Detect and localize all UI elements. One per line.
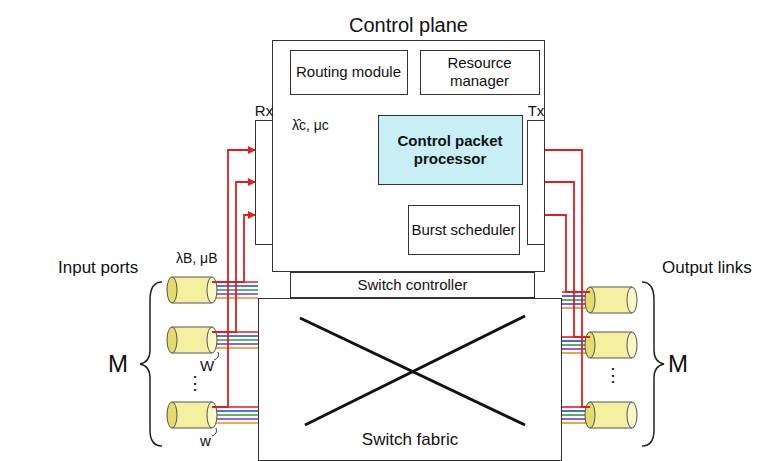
node-label: Rx xyxy=(255,102,273,121)
node-label: Routing module xyxy=(296,63,401,81)
fiber-port xyxy=(585,287,637,313)
cylinder-body xyxy=(172,402,212,428)
cylinder-end xyxy=(207,402,217,428)
text-label: ⋮ xyxy=(604,364,622,386)
switch-fabric-box: Switch fabric xyxy=(258,298,562,461)
cylinder-body xyxy=(172,327,212,353)
node-label: Switch fabric xyxy=(362,430,458,450)
pointer-curl xyxy=(212,428,217,436)
brace xyxy=(642,282,664,446)
cylinder-end xyxy=(207,327,217,353)
cylinder-edge xyxy=(172,303,212,304)
fiber-port xyxy=(167,327,217,353)
fiber-line xyxy=(212,297,258,299)
fiber-line xyxy=(212,418,258,420)
fiber-port xyxy=(167,277,217,303)
control-plane-box: Control planeRouting moduleResource mana… xyxy=(272,40,545,272)
tx-bar: Tx xyxy=(527,120,545,245)
text-label: Input ports xyxy=(58,258,138,278)
control-channel xyxy=(212,150,255,407)
control-channel xyxy=(545,215,590,292)
cylinder-end xyxy=(167,327,177,353)
control-channel xyxy=(545,182,590,337)
cylinder-edge xyxy=(172,353,212,354)
process-box: Burst scheduler xyxy=(408,205,520,255)
fiber-line xyxy=(212,422,258,424)
cylinder-end xyxy=(167,402,177,428)
cylinder-end xyxy=(585,332,595,358)
control-channel xyxy=(212,182,255,332)
fiber-line xyxy=(212,285,258,287)
text-label: λB, μB xyxy=(176,250,218,266)
fiber-line xyxy=(212,343,258,345)
control-channel xyxy=(545,150,590,407)
controller-box: Switch controller xyxy=(290,272,535,298)
node-label: Switch controller xyxy=(357,276,467,294)
process-box: Routing module xyxy=(290,50,408,95)
fiber-port xyxy=(585,402,637,428)
process-box: Resource manager xyxy=(420,50,540,95)
text-label: M xyxy=(668,350,688,378)
node-label: Burst scheduler xyxy=(411,221,515,239)
cylinder-end xyxy=(627,402,637,428)
text-label: ⋮ xyxy=(186,372,204,394)
rx-bar: Rx xyxy=(255,120,273,245)
cylinder-edge xyxy=(590,402,632,403)
processor-box: Control packet processor xyxy=(378,115,523,185)
control-channel xyxy=(212,215,255,282)
fiber-line xyxy=(212,335,258,337)
cylinder-end xyxy=(627,332,637,358)
cylinder-end xyxy=(585,402,595,428)
fiber-line xyxy=(212,339,258,341)
fiber-line xyxy=(212,347,258,349)
text-label: W xyxy=(200,357,214,374)
cylinder-end xyxy=(627,287,637,313)
cylinder-edge xyxy=(172,402,212,403)
cylinder-body xyxy=(172,277,212,303)
cylinder-edge xyxy=(590,358,632,359)
fiber-port xyxy=(585,332,637,358)
text-label: w xyxy=(200,432,211,449)
node-label: Tx xyxy=(528,102,545,121)
pointer-curl xyxy=(214,352,219,360)
cylinder-body xyxy=(590,287,632,313)
cylinder-edge xyxy=(590,332,632,333)
text-label: M xyxy=(108,350,128,378)
fiber-line xyxy=(212,289,258,291)
node-label: Resource manager xyxy=(421,54,539,90)
cylinder-edge xyxy=(172,428,212,429)
cylinder-body xyxy=(590,402,632,428)
cylinder-end xyxy=(585,287,595,313)
cylinder-body xyxy=(590,332,632,358)
crossbar xyxy=(300,316,525,425)
cylinder-edge xyxy=(590,428,632,429)
fiber-line xyxy=(212,410,258,412)
text-label: λ̂c, μc xyxy=(292,117,329,133)
cylinder-edge xyxy=(590,287,632,288)
node-label: Control plane xyxy=(273,14,544,41)
cylinder-end xyxy=(167,277,177,303)
cylinder-edge xyxy=(172,277,212,278)
fiber-line xyxy=(212,414,258,416)
node-label: Control packet processor xyxy=(379,132,522,168)
fiber-port xyxy=(167,402,217,428)
fiber-line xyxy=(212,293,258,295)
brace xyxy=(140,282,162,446)
text-label: Output links xyxy=(662,258,752,278)
cylinder-end xyxy=(207,277,217,303)
cylinder-edge xyxy=(172,327,212,328)
cylinder-edge xyxy=(590,313,632,314)
